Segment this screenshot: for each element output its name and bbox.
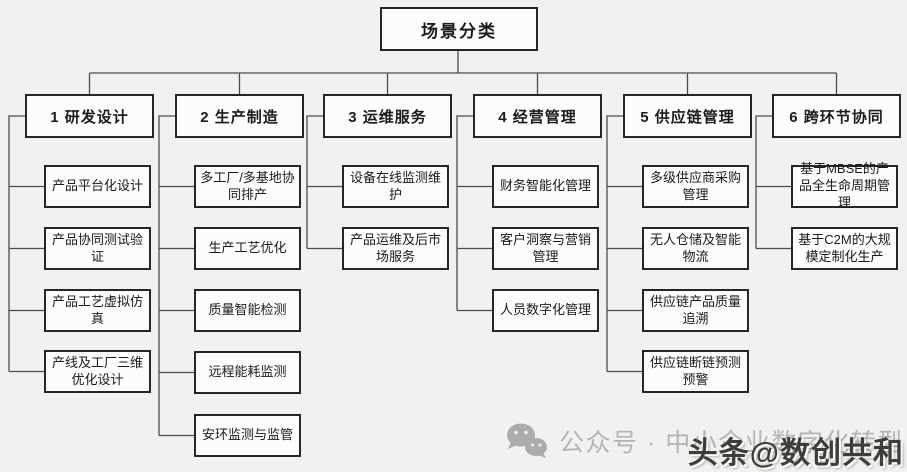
branch-node-supplychain: 5 供应链管理 — [623, 94, 752, 138]
wechat-watermark-label: 公众号 · 中小企业数字化转型 — [559, 429, 904, 457]
leaf-node: 供应链断链预测预警 — [642, 350, 749, 393]
wechat-icon — [505, 422, 549, 460]
leaf-node: 无人仓储及智能物流 — [642, 227, 749, 270]
leaf-node: 客户洞察与营销管理 — [492, 227, 599, 270]
leaf-node: 产线及工厂三维优化设计 — [44, 350, 151, 393]
branch-node-management: 4 经营管理 — [473, 94, 602, 138]
toutiao-watermark-label: 头条@数创共和 — [687, 437, 904, 470]
leaf-node: 基于MBSE的产品全生命周期管理 — [791, 161, 898, 210]
leaf-node: 多级供应商采购管理 — [642, 165, 749, 208]
leaf-node: 产品平台化设计 — [44, 165, 151, 208]
leaf-node: 安环监测与监管 — [194, 414, 301, 457]
leaf-node: 多工厂/多基地协同排产 — [194, 165, 301, 208]
leaf-node: 生产工艺优化 — [194, 227, 301, 270]
leaf-node: 设备在线监测维护 — [342, 165, 449, 208]
branch-node-rd: 1 研发设计 — [25, 94, 154, 138]
leaf-node: 供应链产品质量追溯 — [642, 289, 749, 332]
leaf-node: 基于C2M的大规模定制化生产 — [791, 227, 898, 270]
leaf-node: 产品运维及后市场服务 — [342, 227, 449, 270]
leaf-node: 质量智能检测 — [194, 289, 301, 332]
leaf-node: 人员数字化管理 — [492, 289, 599, 332]
leaf-node: 远程能耗监测 — [194, 351, 301, 394]
wechat-watermark: 公众号 · 中小企业数字化转型 — [505, 422, 904, 460]
leaf-node: 产品工艺虚拟仿真 — [44, 289, 151, 332]
branch-node-operations: 3 运维服务 — [323, 94, 452, 138]
branch-node-manufacturing: 2 生产制造 — [175, 94, 304, 138]
leaf-node: 产品协同测试验证 — [44, 227, 151, 270]
leaf-node: 财务智能化管理 — [492, 165, 599, 208]
branch-node-crosslink: 6 跨环节协同 — [772, 94, 901, 138]
root-node: 场景分类 — [380, 7, 538, 51]
